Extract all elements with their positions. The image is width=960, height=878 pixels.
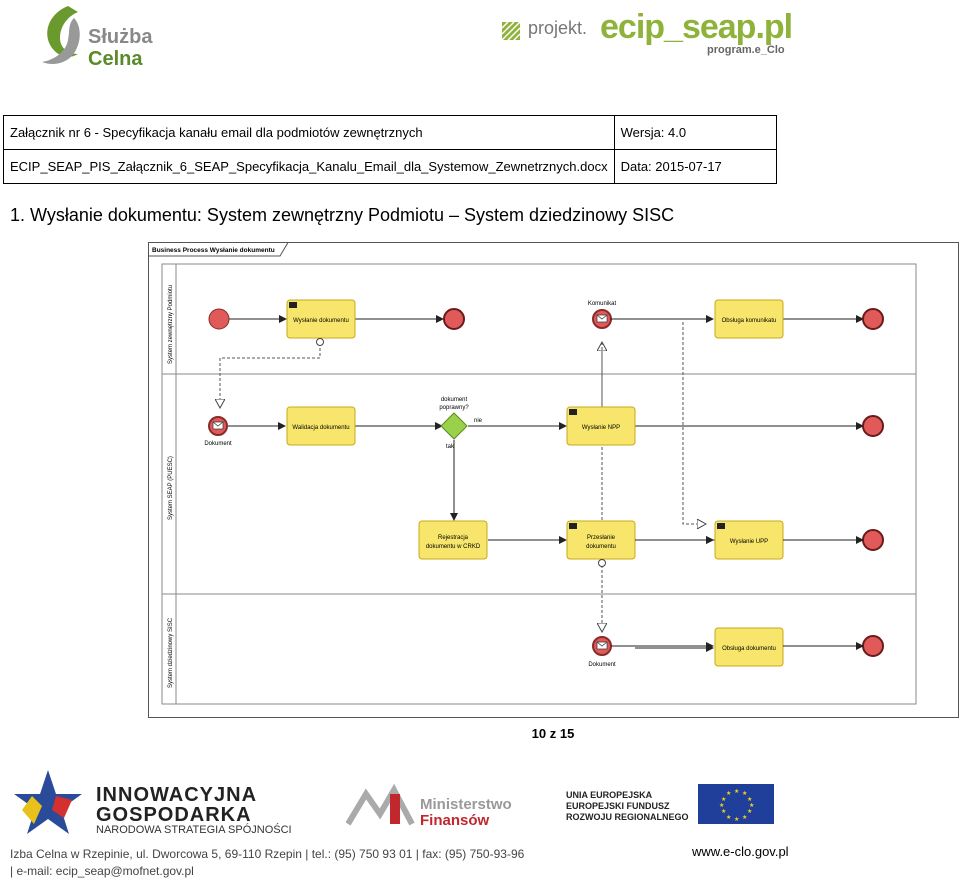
svg-text:Przesłanie: Przesłanie [587, 535, 616, 541]
task-rejestracja-dokumentu: Rejestracja dokumentu w CRKD [418, 520, 488, 560]
logo3-line2: EUROPEJSKI FUNDUSZ [566, 801, 670, 811]
innowacyjna-star-icon [14, 770, 82, 834]
frame-tab [148, 242, 289, 257]
label-tak: tak [446, 444, 455, 450]
end-event-4 [862, 529, 884, 551]
logo-right-sub: program.e_Clo [707, 44, 785, 56]
send-envelope-icon [289, 302, 297, 308]
svg-text:★: ★ [719, 802, 724, 809]
footer-address: Izba Celna w Rzepinie, ul. Dworcowa 5, 6… [10, 847, 525, 861]
document-header-table: Załącznik nr 6 - Specyfikacja kanału ema… [3, 115, 778, 184]
logo1-line3: NARODOWA STRATEGIA SPÓJNOŚCI [96, 824, 292, 836]
task-obsluga-komunikatu: Obsługa komunikatu [714, 299, 784, 339]
footer-email: | e-mail: ecip_seap@mofnet.gov.pl [10, 864, 194, 878]
start-event [208, 308, 230, 330]
bpmn-diagram: Business Process Wysłanie dokumentu Syst… [148, 242, 959, 718]
logo-left-line2: Celna [88, 48, 143, 70]
svg-text:Obsługa dokumentu: Obsługa dokumentu [722, 646, 776, 652]
pool-border [161, 263, 917, 705]
svg-text:★: ★ [742, 814, 747, 821]
task-obsluga-dokumentu: Obsługa dokumentu [714, 627, 784, 667]
label-dokument-2: Dokument [588, 662, 616, 668]
ministerstwo-emblem-icon [346, 784, 415, 826]
sluzba-celna-logo: Służba Celna [38, 4, 168, 70]
doc-filename: ECIP_SEAP_PIS_Załącznik_6_SEAP_Specyfika… [3, 149, 615, 184]
svg-text:dokumentu: dokumentu [586, 544, 616, 550]
gateway [440, 412, 468, 440]
frame-title: Business Process Wysłanie dokumentu [152, 247, 275, 254]
svg-text:★: ★ [742, 790, 747, 797]
task-wyslanie-upp: Wysłanie UPP [714, 520, 784, 560]
svg-text:★: ★ [721, 796, 726, 803]
doc-date: Data: 2015-07-17 [613, 149, 778, 184]
gateway-question-1: dokument [441, 397, 468, 403]
logo1-line1: INNOWACYJNA [96, 784, 258, 806]
task-przeslanie-dokumentu: Przesłanie dokumentu [566, 520, 636, 560]
send-envelope-icon-2 [569, 409, 577, 415]
end-event-3 [862, 415, 884, 437]
send-envelope-icon-4 [717, 523, 725, 529]
lane-label-2: System SEAP (PUESC) [168, 456, 174, 520]
svg-text:Walidacja dokumentu: Walidacja dokumentu [292, 425, 349, 431]
gateway-question-2: poprawny? [439, 405, 469, 411]
footer-logos: INNOWACYJNA GOSPODARKA NARODOWA STRATEGI… [0, 760, 960, 840]
lane-label-1: System zewnętrzny Podmiotu [168, 285, 174, 364]
page-number: 10 z 15 [531, 726, 575, 741]
lane-label-3: System dziedzinowy SISC [168, 617, 174, 688]
section-title: 1. Wysłanie dokumentu: System zewnętrzny… [10, 205, 675, 225]
task-walidacja-dokumentu: Walidacja dokumentu [286, 406, 356, 446]
projekt-ecip-seap-logo: projekt. ecip_seap.pl program.e_Clo [500, 8, 793, 68]
end-event-5 [862, 635, 884, 657]
svg-text:★: ★ [721, 808, 726, 815]
footer-website[interactable]: www.e-clo.gov.pl [692, 844, 789, 859]
hatch-square-icon [502, 22, 521, 41]
logo2-line2: Finansów [420, 812, 490, 829]
svg-text:★: ★ [734, 788, 739, 795]
label-nie: nie [474, 418, 483, 424]
logo2-line1: Ministerstwo [420, 796, 512, 813]
sluzba-celna-emblem-icon [42, 6, 80, 64]
envelope-icon-2 [212, 421, 224, 430]
logo-right-main: ecip_seap.pl [600, 8, 793, 46]
task-wyslanie-npp: Wysłanie NPP [566, 406, 636, 446]
svg-text:★: ★ [734, 816, 739, 823]
send-envelope-icon-3 [569, 523, 577, 529]
svg-text:Obsługa komunikatu: Obsługa komunikatu [722, 318, 777, 324]
label-dokument-1: Dokument [204, 441, 232, 447]
doc-title: Załącznik nr 6 - Specyfikacja kanału ema… [3, 115, 615, 150]
logo1-line2: GOSPODARKA [96, 804, 252, 826]
svg-text:Rejestracja: Rejestracja [438, 535, 469, 541]
logo3-line3: ROZWOJU REGIONALNEGO [566, 812, 689, 822]
logo-left-line1: Służba [88, 26, 153, 48]
task-wyslanie-dokumentu: Wysłanie dokumentu [286, 299, 356, 339]
eu-flag-icon: ★★★★ ★★★★ ★★★★ [698, 784, 774, 824]
logo-right-prefix: projekt. [528, 18, 588, 38]
logo3-line1: UNIA EUROPEJSKA [566, 790, 653, 800]
envelope-icon-3 [596, 641, 608, 650]
end-event-1 [443, 308, 465, 330]
svg-text:★: ★ [726, 814, 731, 821]
svg-text:★: ★ [749, 802, 754, 809]
svg-text:Wysłanie NPP: Wysłanie NPP [582, 425, 620, 431]
label-komunikat: Komunikat [588, 301, 617, 307]
doc-version: Wersja: 4.0 [613, 115, 778, 150]
svg-text:★: ★ [747, 796, 752, 803]
svg-text:★: ★ [747, 808, 752, 815]
svg-text:Wysłanie UPP: Wysłanie UPP [730, 539, 768, 545]
end-event-2 [862, 308, 884, 330]
svg-text:★: ★ [726, 790, 731, 797]
svg-text:dokumentu w CRKD: dokumentu w CRKD [426, 544, 481, 550]
envelope-icon [596, 314, 608, 323]
svg-text:Wysłanie dokumentu: Wysłanie dokumentu [293, 318, 349, 324]
